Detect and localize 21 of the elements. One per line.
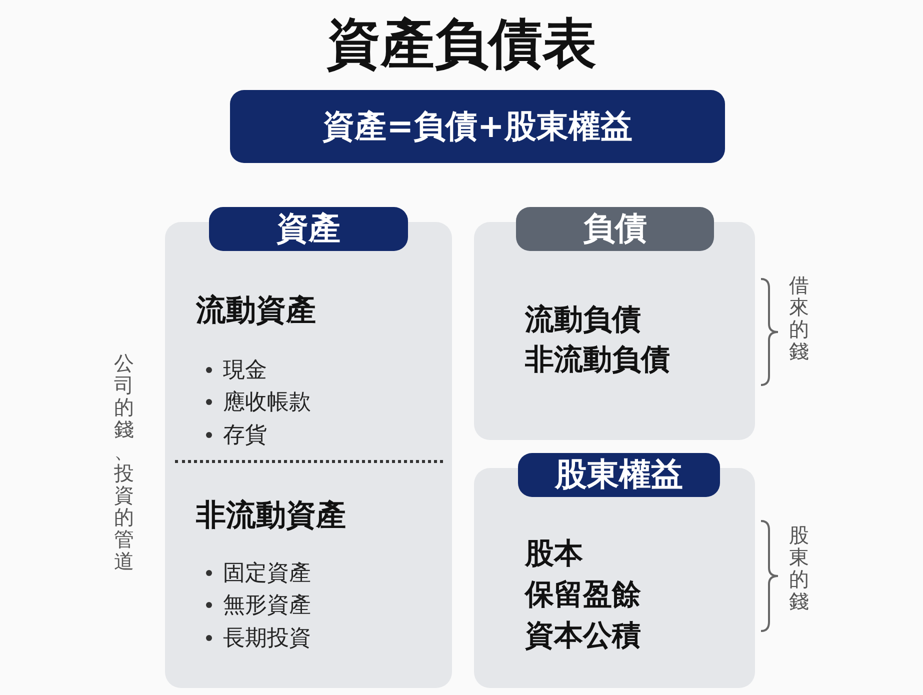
list-item: 存貨 [223, 422, 267, 450]
list-item: 現金 [223, 357, 267, 385]
heading-tab: 股東權益 [518, 453, 720, 497]
title: 資產負債表 [326, 11, 598, 77]
list-item: 固定資產 [223, 560, 311, 588]
section-heading: 非流動資產 [196, 497, 346, 535]
account-item: 流動負債 [525, 301, 641, 338]
side-note: 公司的錢、投資的管道 [113, 352, 135, 572]
account-item: 資本公積 [525, 617, 641, 654]
heading-tab: 資產 [209, 207, 408, 251]
side-note: 借來的錢 [788, 274, 810, 362]
heading-tab: 負債 [516, 207, 714, 251]
section-heading: 流動資產 [196, 292, 316, 330]
formula-banner: 資產=負債+股東權益 [230, 90, 725, 163]
account-item: 非流動負債 [525, 341, 670, 378]
account-item: 股本 [525, 535, 583, 572]
side-note: 股東的錢 [788, 524, 810, 612]
list-item: 長期投資 [223, 625, 311, 653]
list-item: 應收帳款 [223, 389, 311, 417]
account-item: 保留盈餘 [525, 576, 641, 613]
list-item: 無形資產 [223, 592, 311, 620]
